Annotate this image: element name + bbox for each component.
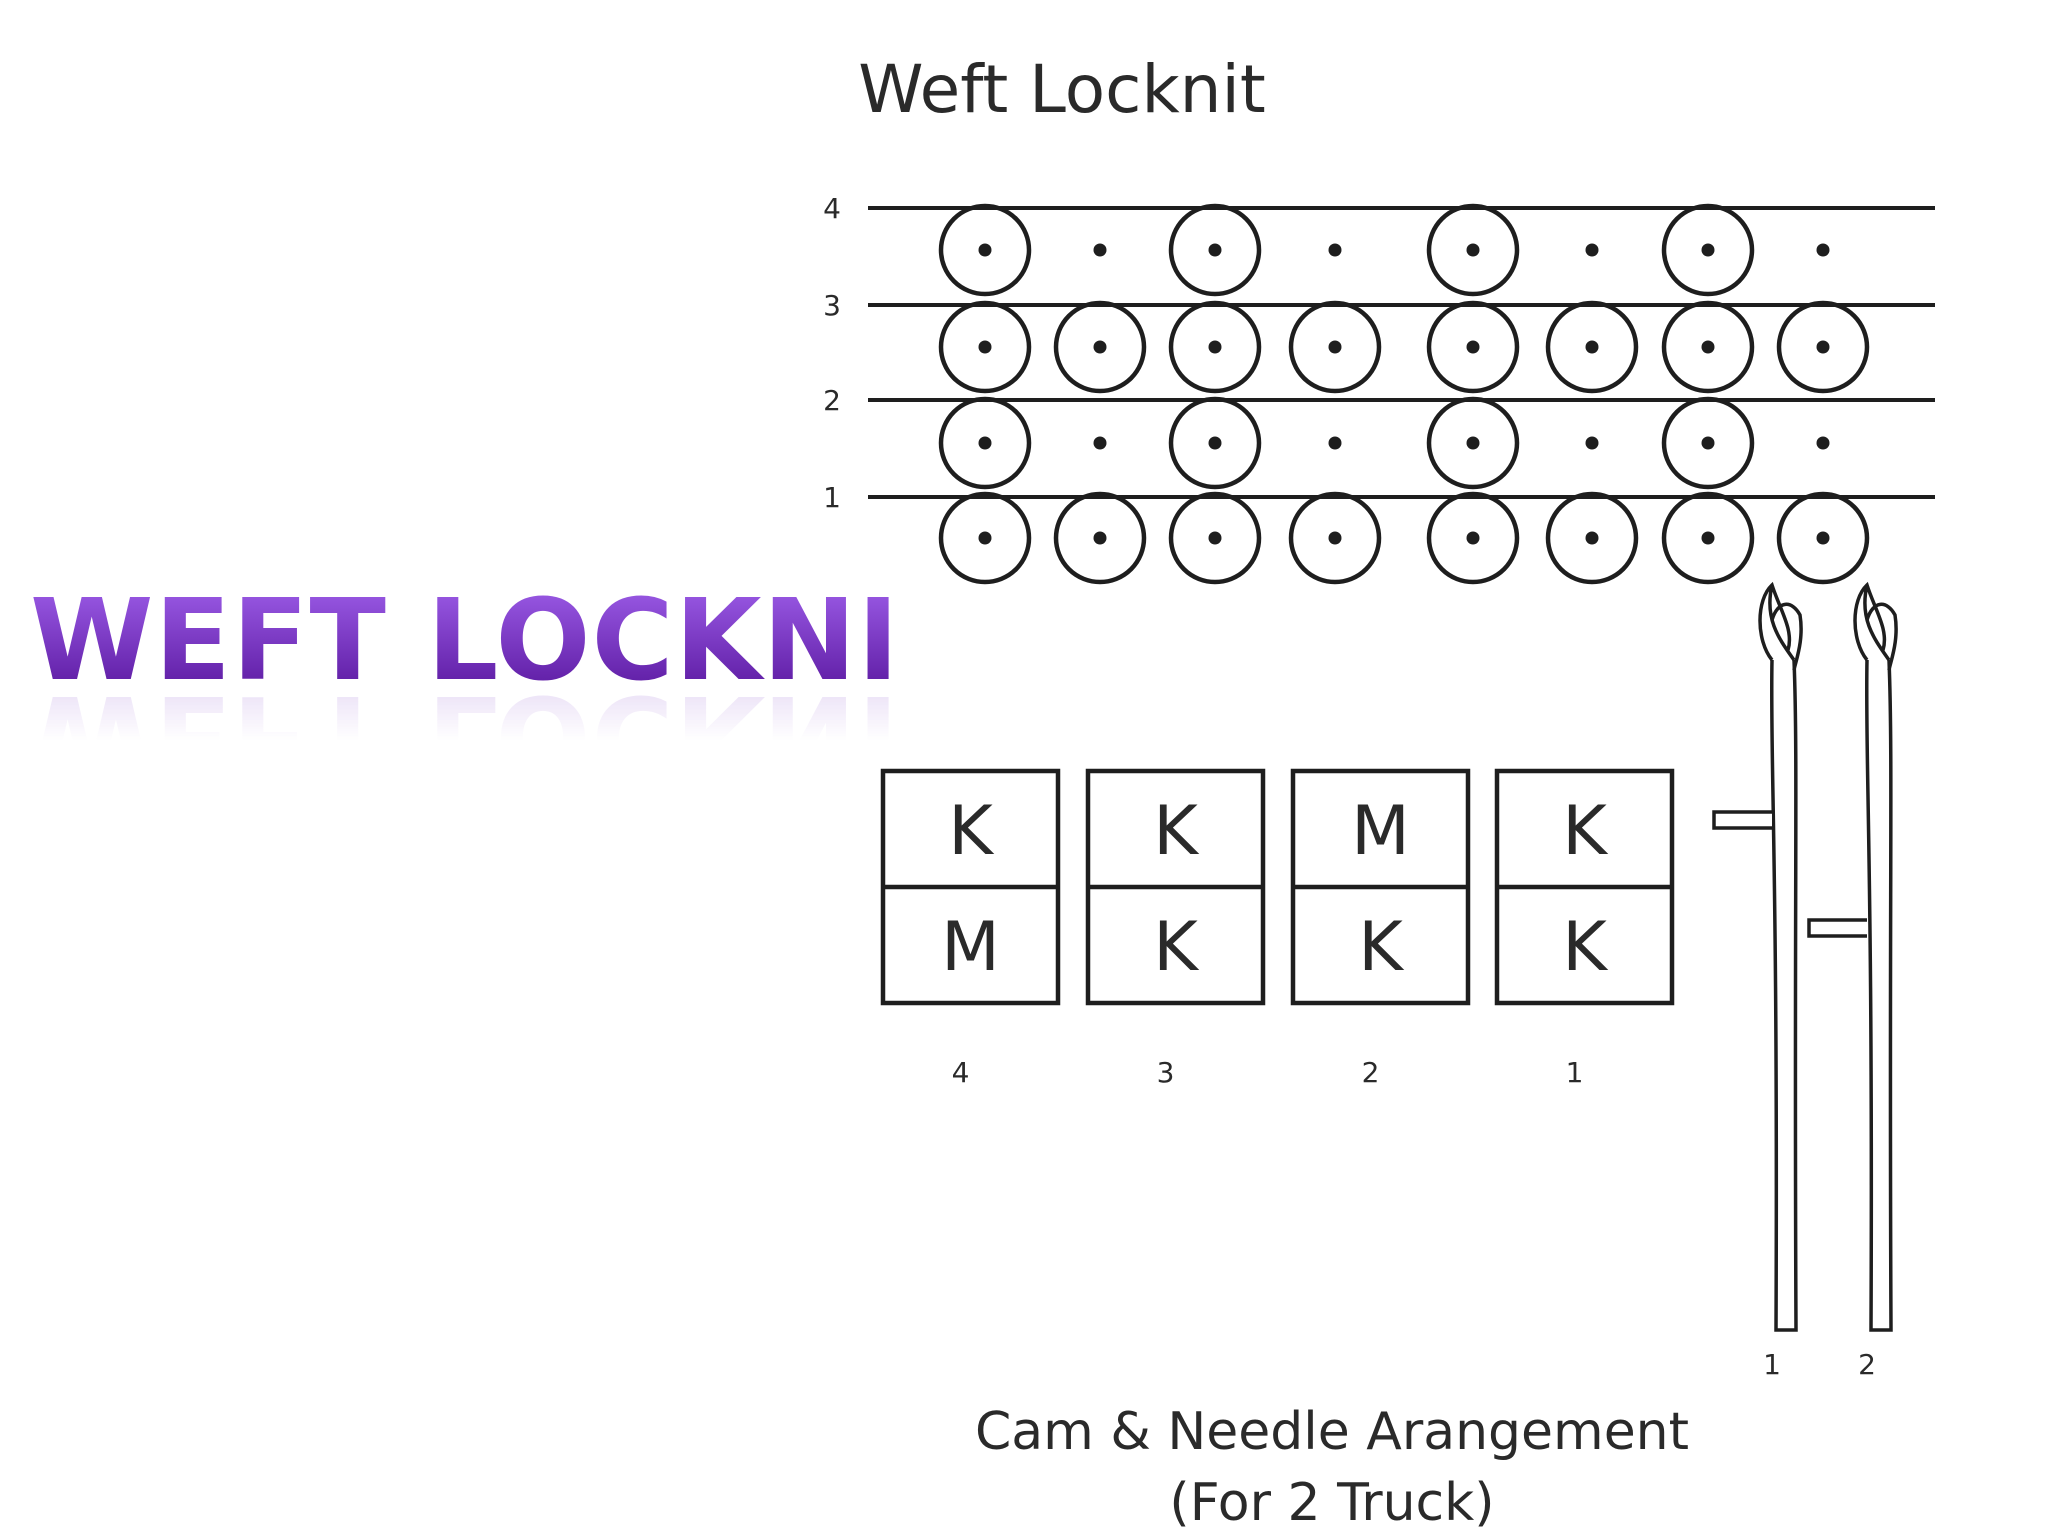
knit-loop (1168, 491, 1262, 585)
knit-loop (1168, 396, 1262, 490)
cam-box-1: KK 1 (1494, 768, 1675, 1089)
caption-line-1: Cam & Needle Arangement (975, 1402, 1689, 1462)
knit-loop (1426, 396, 1520, 490)
knit-loop (1661, 203, 1755, 297)
loop-rows (938, 203, 1870, 585)
knit-loop (938, 203, 1032, 297)
knit-loop (1288, 300, 1382, 394)
knit-loop (1168, 300, 1262, 394)
cam-number-label: 2 (1362, 1056, 1380, 1089)
course-label: 1 (823, 481, 841, 514)
cam-number-label: 4 (952, 1056, 970, 1089)
slide-title: WEFT LOCKNIT (30, 576, 978, 706)
miss-dot (1585, 243, 1599, 257)
cam-box-3: KK 3 (1085, 768, 1266, 1089)
cam-number-label: 1 (1566, 1056, 1584, 1089)
cam-box-4: KM 4 (880, 768, 1061, 1089)
knit-loop (1168, 203, 1262, 297)
caption-line-2: (For 2 Truck) (1169, 1473, 1494, 1533)
knit-loop (938, 396, 1032, 490)
knit-loop (1053, 491, 1147, 585)
knit-loop (1426, 203, 1520, 297)
knit-loop (1661, 300, 1755, 394)
knit-loop (1776, 491, 1870, 585)
course-label: 3 (823, 289, 841, 322)
knit-loop (938, 491, 1032, 585)
needle-label: 1 (1763, 1348, 1781, 1381)
cam-top-letter: M (1351, 792, 1410, 871)
knit-loop (938, 300, 1032, 394)
cam-box-2: MK 2 (1290, 768, 1471, 1089)
cam-bottom-letter: M (941, 908, 1000, 987)
knit-loop (1776, 300, 1870, 394)
slide-title-block: WEFT LOCKNIT WEFT LOCKNIT (30, 576, 978, 800)
cam-bottom-letter: K (1562, 908, 1609, 987)
needle-2: 2 (1807, 581, 1898, 1381)
cam-top-letter: K (1562, 792, 1609, 871)
needle-1: 1 (1712, 581, 1803, 1381)
knit-loop (1053, 300, 1147, 394)
miss-dot (1093, 243, 1107, 257)
cam-top-letter: K (948, 792, 995, 871)
cam-bottom-letter: K (1358, 908, 1405, 987)
miss-dot (1328, 436, 1342, 450)
cam-number-label: 3 (1157, 1056, 1175, 1089)
course-label: 4 (823, 192, 841, 225)
knit-loop (1426, 300, 1520, 394)
knit-loop (1545, 491, 1639, 585)
course-label: 2 (823, 384, 841, 417)
miss-dot (1585, 436, 1599, 450)
cam-bottom-letter: K (1153, 908, 1200, 987)
miss-dot (1328, 243, 1342, 257)
knit-loop (1661, 491, 1755, 585)
cam-top-letter: K (1153, 792, 1200, 871)
miss-dot (1816, 436, 1830, 450)
knit-loop (1545, 300, 1639, 394)
knit-loop (1288, 491, 1382, 585)
course-lines: 4 3 2 1 (823, 192, 1935, 514)
diagram-title: Weft Locknit (858, 51, 1265, 128)
knit-loop (1426, 491, 1520, 585)
needle-label: 2 (1858, 1348, 1876, 1381)
miss-dot (1093, 436, 1107, 450)
knit-loop (1661, 396, 1755, 490)
miss-dot (1816, 243, 1830, 257)
